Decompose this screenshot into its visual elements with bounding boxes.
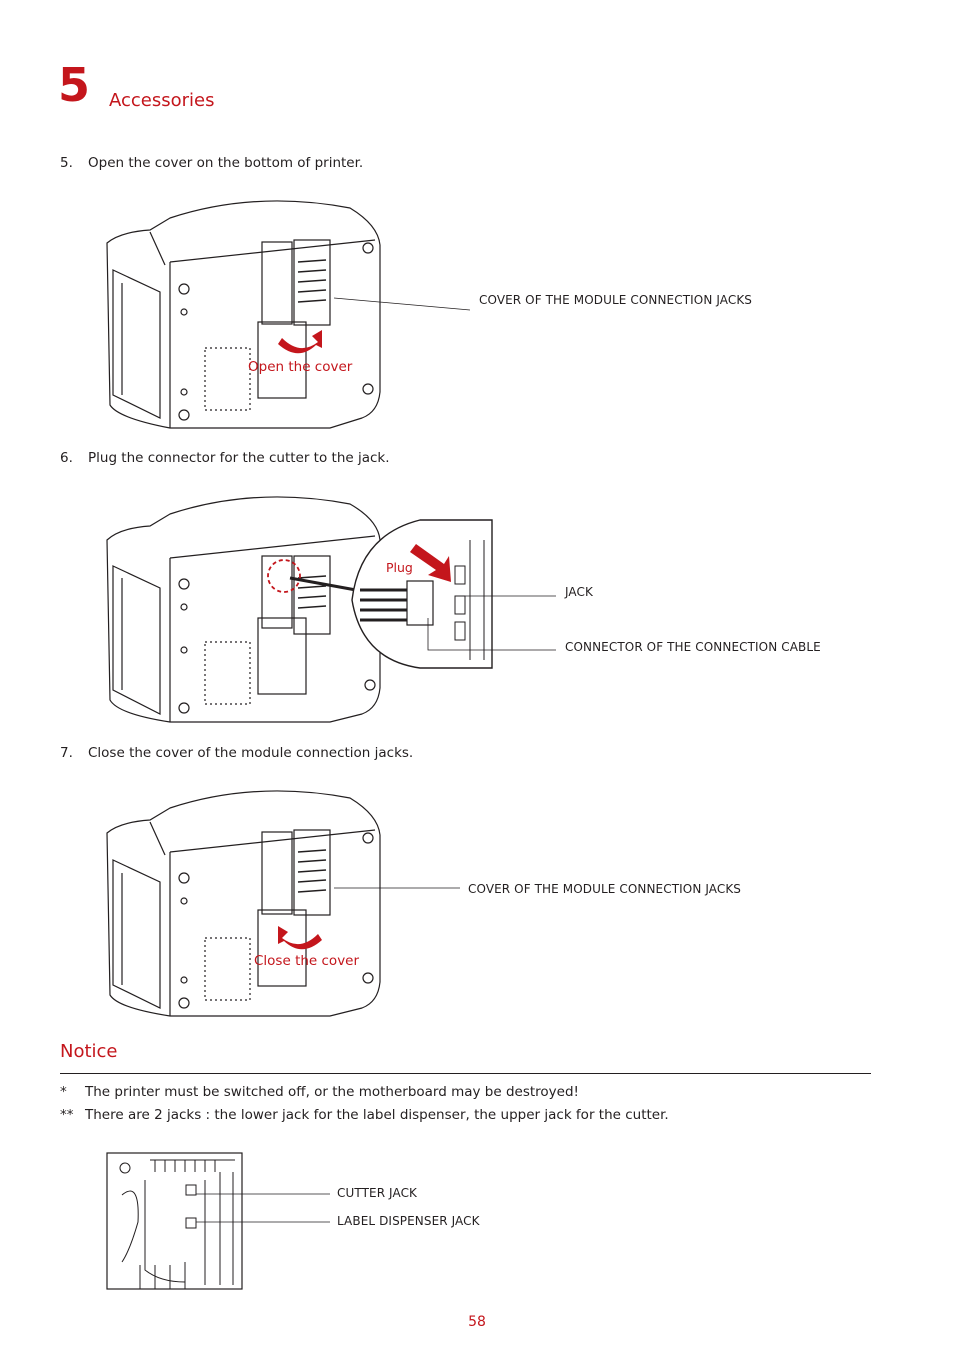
notice-item: * The printer must be switched off, or th… bbox=[60, 1084, 579, 1100]
cover-callout-3: COVER OF THE MODULE CONNECTION JACKS bbox=[468, 882, 742, 896]
label-dispenser-jack-callout: LABEL DISPENSER JACK bbox=[337, 1214, 480, 1228]
step-6: 6. Plug the connector for the cutter to t… bbox=[60, 450, 390, 466]
open-cover-label: Open the cover bbox=[248, 359, 353, 375]
chapter-number: 5 bbox=[58, 58, 91, 112]
notice-text: The printer must be switched off, or the… bbox=[85, 1084, 579, 1100]
step-7: 7. Close the cover of the module connecti… bbox=[60, 745, 413, 761]
step-number: 6. bbox=[60, 450, 73, 466]
notice-mark: ** bbox=[60, 1107, 74, 1123]
step-5: 5. Open the cover on the bottom of printe… bbox=[60, 155, 363, 171]
jack-callout: JACK bbox=[565, 585, 593, 599]
notice-text: There are 2 jacks : the lower jack for t… bbox=[85, 1107, 669, 1123]
notice-mark: * bbox=[60, 1084, 67, 1100]
close-cover-label: Close the cover bbox=[254, 953, 360, 969]
cutter-jack-callout: CUTTER JACK bbox=[337, 1186, 418, 1200]
step-number: 5. bbox=[60, 155, 73, 171]
cover-callout-1: COVER OF THE MODULE CONNECTION JACKS bbox=[479, 293, 753, 307]
connector-callout: CONNECTOR OF THE CONNECTION CABLE bbox=[565, 640, 821, 654]
step-text: Open the cover on the bottom of printer. bbox=[88, 155, 364, 171]
notice-item: ** There are 2 jacks : the lower jack for… bbox=[60, 1107, 669, 1123]
notice-title: Notice bbox=[60, 1041, 118, 1062]
notice-divider bbox=[60, 1073, 871, 1074]
step-text: Plug the connector for the cutter to the… bbox=[88, 450, 390, 466]
step-text: Close the cover of the module connection… bbox=[88, 745, 414, 761]
chapter-title: Accessories bbox=[109, 90, 215, 111]
page-number: 58 bbox=[468, 1314, 486, 1330]
step-number: 7. bbox=[60, 745, 73, 761]
plug-label: Plug bbox=[386, 560, 413, 575]
